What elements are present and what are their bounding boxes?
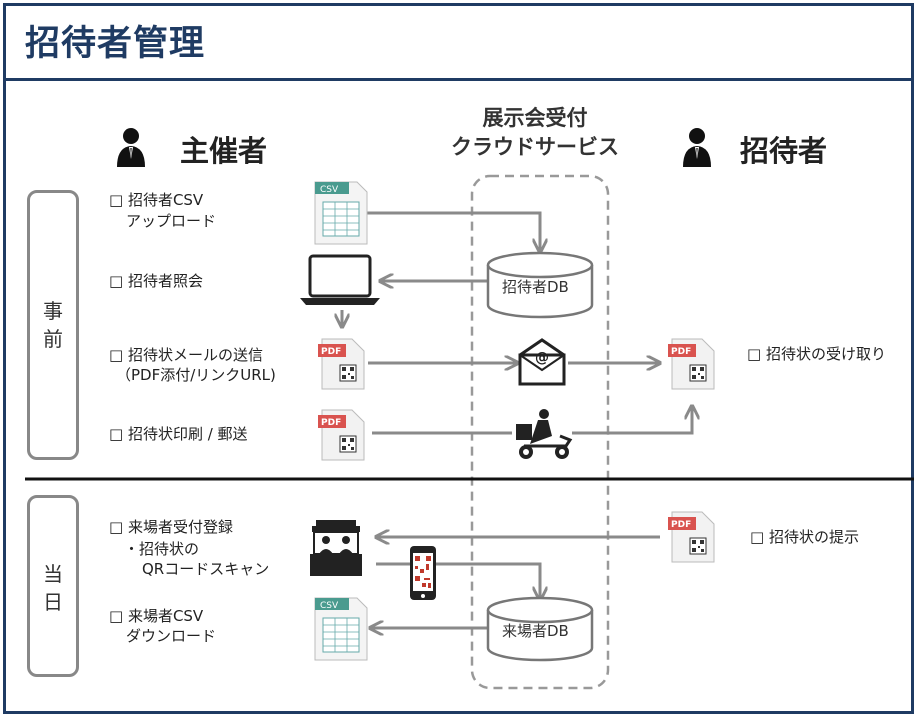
title-bar: 招待者管理 (3, 3, 914, 81)
step-receive: □ 招待状の受け取り (747, 345, 886, 363)
phase-day: 当 日 (27, 495, 79, 677)
reception-booth-icon (310, 520, 362, 576)
step-mail-title: □ 招待状メールの送信 (109, 346, 263, 364)
database-icon (486, 596, 594, 662)
page-title: 招待者管理 (25, 24, 206, 64)
svg-text:@: @ (535, 350, 549, 366)
flow-arrows (342, 211, 692, 628)
invitee-db-label: 招待者DB (502, 278, 569, 296)
pdf-file-icon (317, 338, 365, 390)
visitor-db-label: 来場者DB (502, 622, 569, 640)
step-upload-sub: アップロード (126, 212, 217, 230)
step-register-title: □ 来場者受付登録 (109, 518, 233, 536)
pdf-file-icon (667, 511, 715, 563)
csv-file-icon (314, 181, 368, 245)
arrow-courier-to-invitee (572, 406, 692, 435)
delivery-scooter-icon (516, 409, 573, 459)
step-register-sub2: QRコードスキャン (142, 560, 270, 578)
database-icon (486, 251, 594, 319)
pdf-file-icon (317, 409, 365, 461)
step-download-title: □ 来場者CSV (109, 607, 204, 625)
role-invitee: 招待者 (740, 134, 828, 168)
person-icon (117, 128, 145, 167)
email-icon: @ (518, 338, 566, 386)
smartphone-qr-icon (410, 546, 436, 600)
step-download-sub: ダウンロード (126, 627, 217, 645)
laptop-icon (300, 254, 380, 305)
step-upload-title: □ 招待者CSV (109, 191, 204, 209)
person-icon (683, 128, 711, 167)
outer-frame (3, 3, 914, 714)
step-print: □ 招待状印刷 / 郵送 (109, 425, 248, 443)
step-register-sub1: ・招待状の (124, 540, 200, 558)
step-present: □ 招待状の提示 (750, 528, 859, 546)
csv-file-icon (314, 597, 368, 661)
service-label: 展示会受付 クラウドサービス (451, 106, 619, 159)
arrow-scan-to-visitordb (376, 562, 540, 600)
role-organizer: 主催者 (180, 134, 268, 168)
pdf-file-icon (667, 338, 715, 390)
phase-before: 事 前 (27, 190, 79, 460)
step-lookup: □ 招待者照会 (109, 272, 203, 290)
arrow-upload-to-db (365, 211, 540, 252)
step-mail-sub: （PDF添付/リンクURL) (116, 366, 276, 384)
